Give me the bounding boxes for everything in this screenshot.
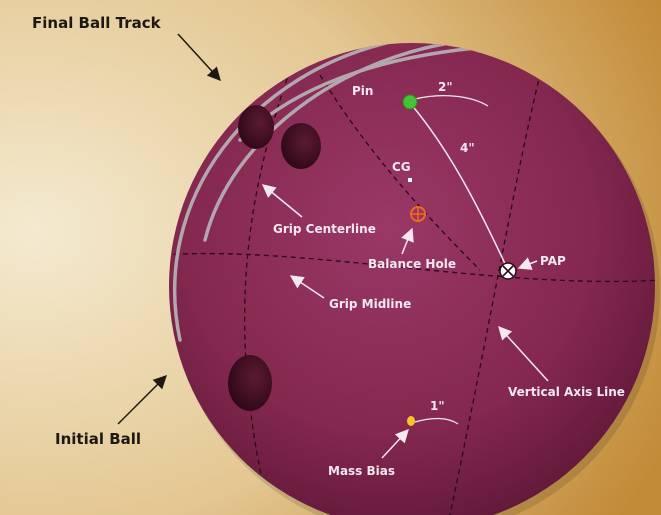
vertical-axis-line-path bbox=[449, 54, 546, 515]
thumb-hole bbox=[228, 355, 272, 411]
initial-ball-label: Initial Ball bbox=[55, 430, 141, 448]
grip-midline-line bbox=[169, 252, 655, 283]
pin-to-pap-arc bbox=[409, 102, 508, 269]
pin-label: Pin bbox=[352, 84, 373, 98]
finger-hole-left bbox=[238, 105, 274, 149]
final-ball-track-2 bbox=[203, 43, 472, 242]
cg-marker bbox=[408, 178, 412, 182]
vertical-axis-line-label: Vertical Axis Line bbox=[508, 385, 625, 399]
pap-horizontal-line bbox=[319, 74, 481, 271]
cg-label: CG bbox=[392, 160, 411, 174]
final-ball-track-arrow bbox=[177, 33, 221, 81]
pin-marker bbox=[402, 94, 418, 110]
pap-marker bbox=[499, 262, 517, 280]
pin-2in-dimension bbox=[414, 95, 489, 107]
dimension-pin-pap-4in-label: 4" bbox=[460, 141, 475, 155]
dimension-pin-2in-label: 2" bbox=[438, 80, 453, 94]
grip-centerline-arrow bbox=[261, 184, 303, 218]
mass-bias-label: Mass Bias bbox=[328, 464, 395, 478]
balance-hole-arrow bbox=[401, 227, 414, 255]
mass-bias-arrow bbox=[381, 429, 409, 459]
grip-midline-arrow bbox=[289, 275, 325, 299]
final-ball-track-label: Final Ball Track bbox=[32, 14, 162, 32]
finger-hole-right bbox=[281, 123, 321, 169]
pap-label: PAP bbox=[540, 254, 566, 268]
dimension-mass-bias-1in-label: 1" bbox=[430, 399, 445, 413]
grip-centerline-label: Grip Centerline bbox=[273, 222, 376, 236]
pap-arrow bbox=[517, 257, 538, 270]
final-ball-track-1 bbox=[173, 43, 402, 342]
balance-hole-label: Balance Hole bbox=[368, 257, 456, 271]
vertical-axis-line-arrow bbox=[498, 326, 549, 382]
grip-midline-label: Grip Midline bbox=[329, 297, 411, 311]
initial-ball-arrow bbox=[117, 375, 167, 425]
mass-bias-1in-dimension bbox=[414, 417, 459, 425]
mass-bias-marker bbox=[407, 416, 415, 426]
balance-hole-marker bbox=[410, 206, 426, 222]
